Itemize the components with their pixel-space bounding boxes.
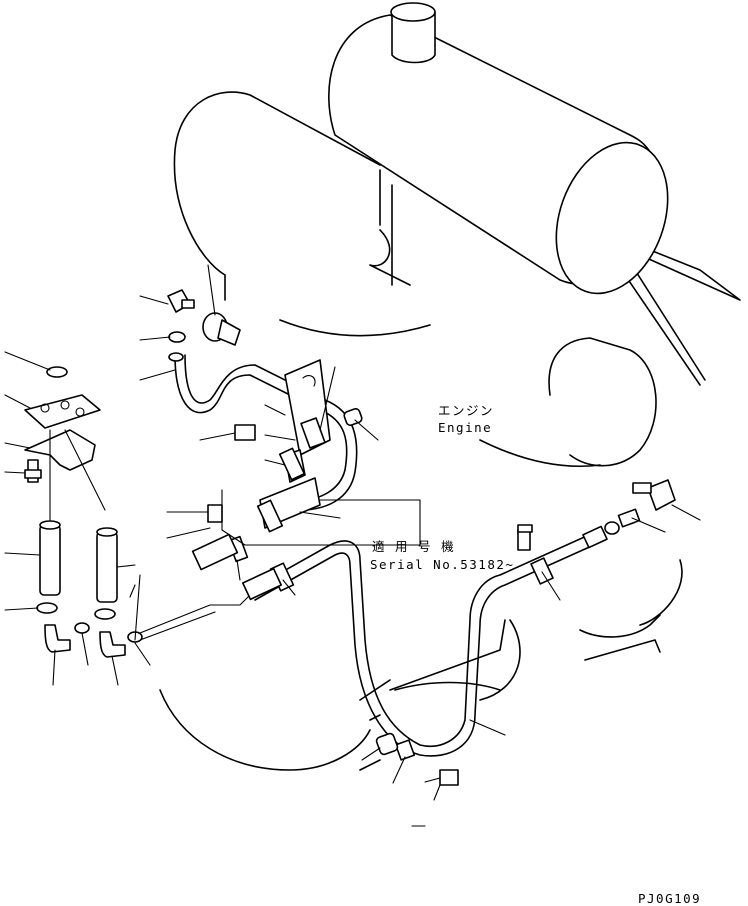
fuel-tank <box>328 2 669 295</box>
serial-label-en: Serial No.53182~ <box>370 557 514 572</box>
engine-outline <box>159 91 741 771</box>
hose-clamps <box>227 417 554 761</box>
drawing-code: PJ0G109 <box>638 891 701 906</box>
right-fittings <box>604 479 676 535</box>
left-parts <box>24 366 143 658</box>
leader-lines <box>4 264 701 827</box>
serial-label-ja: 適 用 号 機 <box>372 539 455 554</box>
sleeves <box>191 408 608 756</box>
engine-label-ja: エンジン <box>438 403 494 418</box>
engine-label-en: Engine <box>438 420 492 435</box>
